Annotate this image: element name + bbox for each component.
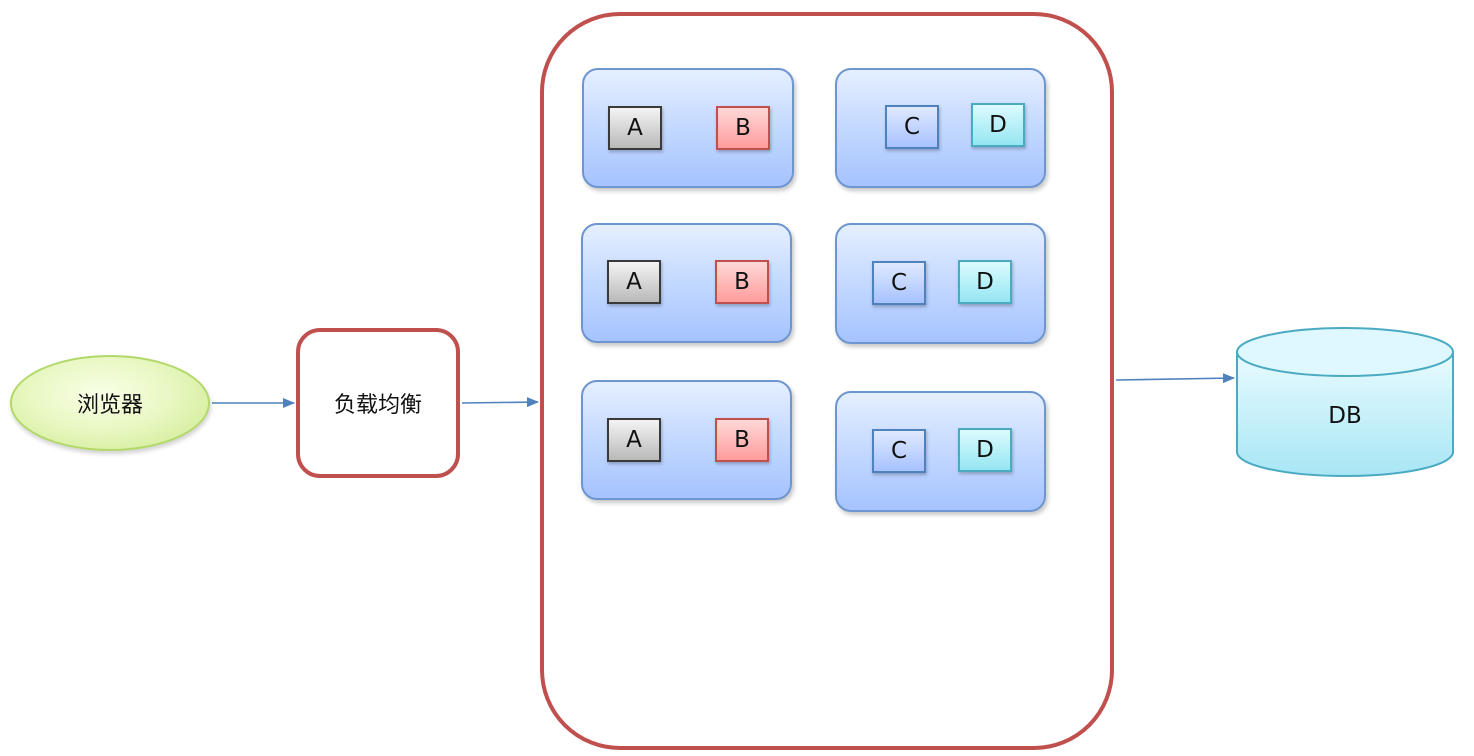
module-box: B <box>715 260 769 304</box>
module-box: B <box>716 106 770 150</box>
load-balancer-node: 负载均衡 <box>296 328 460 478</box>
module-box: D <box>958 428 1012 472</box>
module-box: C <box>872 429 926 473</box>
module-label: A <box>626 427 642 453</box>
server-node: C D <box>835 68 1046 188</box>
server-node: C D <box>835 223 1046 344</box>
module-label: A <box>626 269 642 295</box>
module-label: B <box>735 115 751 141</box>
module-box: D <box>958 260 1012 304</box>
module-label: B <box>734 427 750 453</box>
load-balancer-label: 负载均衡 <box>333 393 422 418</box>
module-label: D <box>976 437 994 463</box>
server-node: C D <box>835 391 1046 512</box>
module-box: C <box>885 105 939 149</box>
module-box: A <box>608 106 662 150</box>
server-node: A B <box>581 380 792 500</box>
server-node: A B <box>581 223 792 343</box>
module-box: A <box>607 260 661 304</box>
arrow-lb-to-cluster <box>461 397 539 408</box>
module-box: B <box>715 418 769 462</box>
browser-label: 浏览器 <box>76 393 143 418</box>
module-box: C <box>872 261 926 305</box>
browser-node: 浏览器 <box>10 355 210 451</box>
arrow-cluster-to-db <box>1115 373 1235 384</box>
database-cylinder <box>1236 327 1454 477</box>
module-label: D <box>976 269 994 295</box>
module-label: C <box>890 438 908 464</box>
module-box: D <box>971 103 1025 147</box>
module-label: A <box>627 115 643 141</box>
database-label-text: DB <box>1328 403 1362 429</box>
module-label: C <box>890 270 908 296</box>
module-label: C <box>903 114 921 140</box>
module-label: D <box>989 112 1007 138</box>
module-label: B <box>734 269 750 295</box>
database-label: DB <box>1236 396 1454 436</box>
server-node: A B <box>582 68 794 188</box>
module-box: A <box>607 418 661 462</box>
